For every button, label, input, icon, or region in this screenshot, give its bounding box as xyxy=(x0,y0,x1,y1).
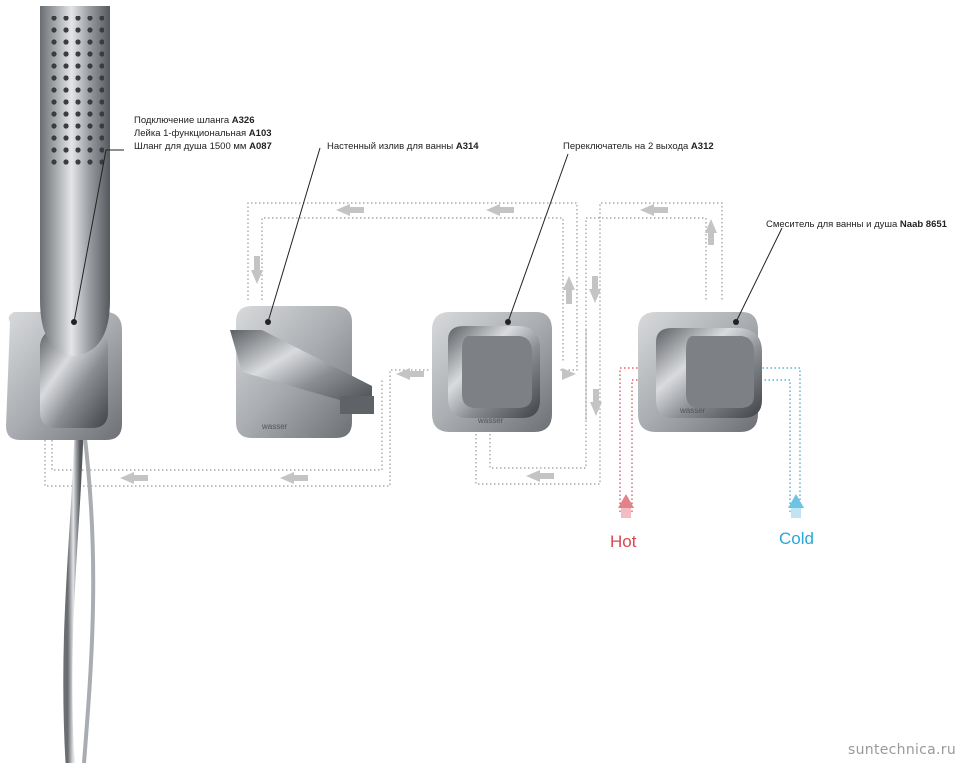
bath-spout-icon xyxy=(230,306,374,438)
arrow-up-icon xyxy=(705,219,717,233)
label-code: A312 xyxy=(690,141,714,152)
label-text: Шланг для душа 1500 мм xyxy=(134,141,250,152)
label-code: A326 xyxy=(231,115,255,126)
brand-mark-mixer: wasser xyxy=(680,406,706,415)
brand-mark-diverter: wasser xyxy=(478,416,504,425)
pipe-routing xyxy=(44,202,723,487)
arrow-right-icon xyxy=(562,368,576,380)
label-shower-hose: Шланг для душа 1500 мм A087 xyxy=(134,140,272,153)
label-mixer: Смеситель для ванны и душа Naab 8651 xyxy=(766,218,947,231)
hand-shower-icon xyxy=(6,6,122,764)
arrow-left-icon xyxy=(336,204,350,216)
label-code: Naab 8651 xyxy=(899,219,947,230)
label-text: Смеситель для ванны и душа xyxy=(766,219,900,230)
arrow-left-icon xyxy=(486,204,500,216)
label-code: A314 xyxy=(455,141,479,152)
arrow-left-icon xyxy=(640,204,654,216)
cold-arrow-icon xyxy=(788,494,804,518)
label-hose-connection: Подключение шланга A326 xyxy=(134,114,254,127)
label-code: A103 xyxy=(248,128,272,139)
label-text: Подключение шланга xyxy=(134,115,232,126)
arrow-left-icon xyxy=(280,472,294,484)
shower-hose xyxy=(63,399,85,764)
arrow-left-icon xyxy=(120,472,134,484)
arrow-left-icon xyxy=(526,470,540,482)
brand-mark-spout: wasser xyxy=(262,422,288,431)
flow-arrows xyxy=(120,204,717,484)
hot-label: Hot xyxy=(610,532,637,551)
leader-dots xyxy=(71,319,739,325)
leader-lines xyxy=(73,147,783,323)
cold-line xyxy=(760,367,801,512)
label-text: Лейка 1-функциональная xyxy=(134,128,249,139)
arrow-up-icon xyxy=(563,276,575,290)
mixer-icon xyxy=(638,312,762,432)
cold-label: Cold xyxy=(779,529,814,548)
label-text: Настенный излив для ванны xyxy=(327,141,456,152)
label-code: A087 xyxy=(249,141,272,152)
arrow-down-icon xyxy=(590,402,602,416)
label-spout: Настенный излив для ванны A314 xyxy=(327,140,479,153)
label-diverter: Переключатель на 2 выхода A312 xyxy=(563,140,714,153)
arrow-down-icon xyxy=(589,289,601,303)
diverter-icon xyxy=(432,312,552,432)
arrow-left-icon xyxy=(396,368,410,380)
arrow-down-icon xyxy=(251,270,263,284)
label-hand-shower: Лейка 1-функциональная A103 xyxy=(134,127,272,140)
label-text: Переключатель на 2 выхода xyxy=(563,141,691,152)
hot-arrow-icon xyxy=(618,494,634,518)
watermark: suntechnica.ru xyxy=(848,742,957,758)
